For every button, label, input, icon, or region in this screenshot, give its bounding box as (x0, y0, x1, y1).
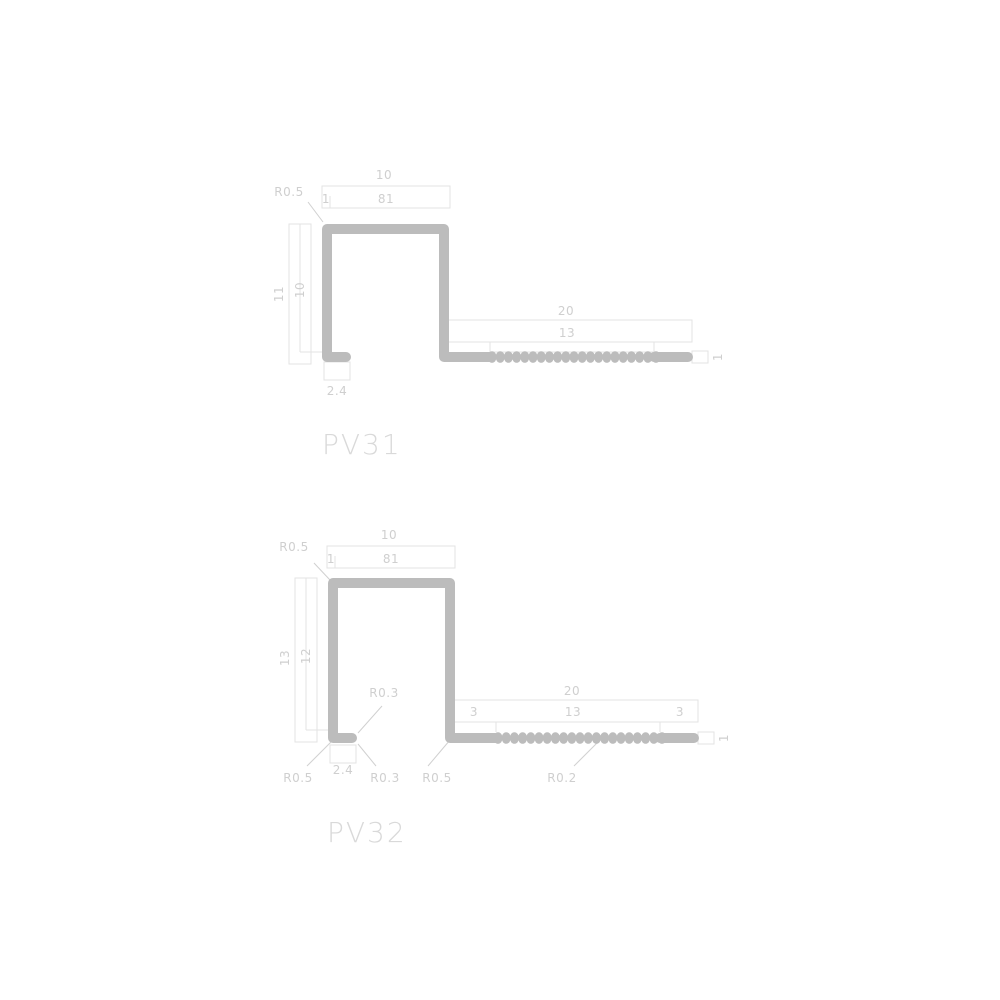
pv32-corner-radius-flange-label: R0.5 (422, 771, 451, 785)
pv32-knurl-radius-label: R0.2 (547, 771, 576, 785)
pv32-knurl-radius-leader (573, 741, 599, 767)
pv31-knurl-bead (577, 351, 587, 363)
pv32-inner-radius-bottom-label: R0.3 (370, 771, 399, 785)
pv32-knurl-bead (534, 732, 544, 744)
pv31-radius-leader (307, 201, 324, 223)
pv32-knurl-length-label: 13 (565, 705, 581, 719)
pv32-inner-height-label: 12 (299, 648, 313, 664)
pv31-knurl-bead (585, 351, 596, 363)
pv32-knurl-bead (501, 732, 511, 744)
pv32-knurl-bead (559, 732, 569, 744)
pv32-knurl (493, 732, 667, 744)
pv32-inner-radius-bottom-leader (357, 743, 377, 767)
pv31-knurl-bead (503, 351, 513, 363)
pv31-knurl-bead (594, 351, 604, 363)
pv32-knurl-bead (575, 732, 585, 744)
pv32-knurl-bead (649, 732, 659, 744)
pv32-corner-radius-bottom-label: R0.5 (283, 771, 312, 785)
pv31-knurl-bead (495, 351, 505, 363)
pv32-knurl-bead (600, 732, 610, 744)
pv32-flange-length-label: 20 (564, 684, 580, 698)
pv31-dimension-lines (288, 185, 709, 381)
pv31-profile-path (322, 224, 495, 362)
pv31-knurl-length-label: 13 (559, 326, 575, 340)
pv32-thickness-box (697, 731, 715, 745)
pv32-knurl-bead (509, 732, 519, 744)
pv32-flange-radius-leader (427, 739, 451, 767)
pv31-outer-height-label: 11 (272, 286, 286, 302)
pv32-profile-path (328, 578, 501, 743)
pv31-inner-height-label: 10 (293, 282, 307, 298)
pv32-outer-height-label: 13 (278, 650, 292, 666)
pv32-knurl-bead (616, 732, 626, 744)
pv31-knurl-bead (544, 351, 555, 363)
pv32-top-width-box (326, 545, 456, 569)
pv32-knurl-bead (550, 732, 561, 744)
pv31-knurl-bead (635, 351, 645, 363)
pv31-knurl-bead (569, 351, 579, 363)
pv32-dimension-lines (294, 545, 715, 764)
pv32-knurl-bead (608, 732, 618, 744)
pv31-knurl-bead (618, 351, 628, 363)
pv32-foot-box (329, 744, 357, 764)
pv31-knurl-box (489, 341, 655, 353)
pv32-knurl-bead (657, 732, 667, 744)
pv32-radius-leaders (306, 562, 599, 767)
pv32-bottom-radius-leader (306, 741, 332, 767)
pv31-drawing: 10 1 81 R0.5 11 10 2.4 20 13 1 PV31 (272, 168, 725, 461)
pv31-inner-width-label: 81 (378, 192, 394, 206)
pv32-drawing: 10 1 81 R0.5 13 12 R0.3 2.4 R0.5 R0.3 R0… (278, 528, 731, 849)
pv32-top-radius-leader (313, 562, 331, 581)
pv31-thickness-label: 1 (711, 353, 725, 361)
pv31-knurl-bead (528, 351, 538, 363)
pv31-knurl-bead (651, 351, 661, 363)
pv31-knurl-bead (511, 351, 522, 363)
pv31-title: PV31 (322, 428, 402, 461)
pv32-knurl-bead (518, 732, 528, 744)
pv32-knurl-bead (493, 732, 503, 744)
pv32-knurl-bead (641, 732, 651, 744)
pv31-flange-length-label: 20 (558, 304, 574, 318)
pv31-knurl-bead (643, 351, 653, 363)
pv31-knurl-bead (626, 351, 637, 363)
pv31-knurl-bead (520, 351, 530, 363)
pv31-knurl-bead (487, 351, 497, 363)
pv32-thickness-label: 1 (717, 734, 731, 742)
pv31-foot-box (323, 361, 351, 381)
pv32-knurl-bead (624, 732, 634, 744)
pv32-knurl-bead (583, 732, 593, 744)
pv32-inner-radius-top-leader (357, 705, 383, 734)
pv32-knurl-bead (542, 732, 552, 744)
pv32-corner-radius-top-label: R0.5 (279, 540, 308, 554)
pv32-lip-label: 1 (327, 552, 335, 566)
pv32-knurl-bead (526, 732, 536, 744)
pv31-knurl-bead (553, 351, 563, 363)
pv32-foot-label: 2.4 (333, 763, 354, 777)
pv31-corner-radius-label: R0.5 (274, 185, 303, 199)
pv32-inner-width-label: 81 (383, 552, 399, 566)
pv31-knurl-bead (610, 351, 620, 363)
pv32-knurl-bead (632, 732, 643, 744)
pv32-top-width-label: 10 (381, 528, 397, 542)
pv32-title: PV32 (327, 816, 407, 849)
pv31-lip-label: 1 (322, 192, 330, 206)
pv31-top-width-box (321, 185, 451, 209)
pv32-flange-end-label: 3 (676, 705, 684, 719)
pv31-top-width-label: 10 (376, 168, 392, 182)
pv31-knurl-bead (536, 351, 546, 363)
pv31-foot-label: 2.4 (327, 384, 348, 398)
pv31-thickness-box (691, 350, 709, 364)
pv31-knurl (487, 351, 661, 363)
pv31-knurl-bead (602, 351, 612, 363)
pv32-inner-radius-top-label: R0.3 (369, 686, 398, 700)
pv32-knurl-bead (567, 732, 577, 744)
pv32-knurl-bead (591, 732, 602, 744)
pv32-flange-start-label: 3 (470, 705, 478, 719)
pv31-knurl-bead (561, 351, 571, 363)
